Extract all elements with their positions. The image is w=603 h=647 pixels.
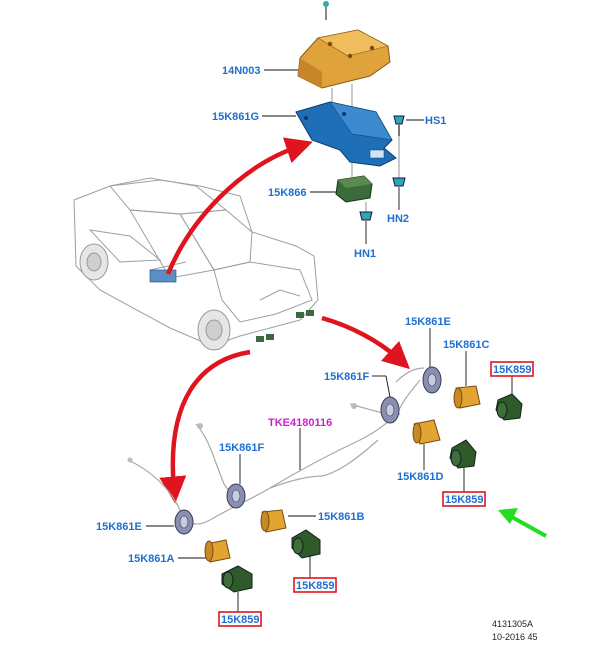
red-arrow-icon bbox=[321, 315, 410, 370]
highlight-box bbox=[218, 611, 262, 627]
label-bezel-e-left: 15K861E bbox=[96, 521, 142, 533]
holder-c-icon bbox=[453, 385, 481, 409]
label-sensor-right-bottom: 15K859 bbox=[445, 494, 484, 506]
red-arrow-icon bbox=[159, 349, 251, 504]
label-module-cover: 14N003 bbox=[222, 65, 261, 77]
holder-a-icon bbox=[204, 539, 231, 563]
leader-line bbox=[385, 375, 391, 398]
label-holder-a: 15K861A bbox=[128, 553, 175, 565]
label-sensor-left-mid: 15K859 bbox=[296, 580, 335, 592]
mounting-bracket-icon bbox=[295, 101, 397, 167]
sensor-right-bottom-icon bbox=[449, 439, 477, 469]
label-screw-hs1: HS1 bbox=[425, 115, 446, 127]
nut-hn2-icon bbox=[392, 177, 406, 187]
label-bezel-f-left: 15K861F bbox=[219, 442, 265, 454]
top-screw-icon bbox=[323, 1, 329, 20]
sensor-right-top-icon bbox=[495, 393, 523, 421]
bezel-e-right-icon bbox=[422, 366, 442, 394]
label-sensor-left-bottom: 15K859 bbox=[221, 614, 260, 626]
wiring-harness bbox=[127, 367, 425, 525]
label-wiring-harness: TKE4180116 bbox=[268, 417, 332, 429]
bezel-f-left-icon bbox=[226, 483, 246, 509]
nut-hn1-icon bbox=[359, 211, 373, 221]
bezel-f-right-icon bbox=[380, 396, 400, 424]
holder-d-icon bbox=[412, 419, 441, 445]
label-holder-b: 15K861B bbox=[318, 511, 365, 523]
module-cover-icon bbox=[297, 29, 391, 89]
label-mounting-bracket: 15K861G bbox=[212, 111, 259, 123]
label-holder-c: 15K861C bbox=[443, 339, 490, 351]
label-bezel-e-right: 15K861E bbox=[405, 316, 451, 328]
sensor-left-bottom-icon bbox=[221, 565, 253, 593]
label-nut-hn2: HN2 bbox=[387, 213, 409, 225]
date-code: 10-2016 45 bbox=[492, 632, 538, 642]
highlight-box bbox=[293, 577, 337, 593]
highlight-box bbox=[442, 491, 486, 507]
sensor-left-mid-icon bbox=[291, 529, 321, 559]
label-nut-hn1: HN1 bbox=[354, 248, 376, 260]
parking-aid-module-icon bbox=[335, 175, 373, 203]
red-arrow-icon bbox=[165, 137, 313, 275]
label-sensor-right-top: 15K859 bbox=[493, 364, 532, 376]
pickup-truck-illustration bbox=[73, 177, 319, 351]
label-bezel-f-right: 15K861F bbox=[324, 371, 370, 383]
drawing-number: 4131305A bbox=[492, 619, 533, 629]
label-holder-d: 15K861D bbox=[397, 471, 444, 483]
screw-hs1-icon bbox=[393, 115, 405, 136]
highlight-box bbox=[490, 361, 534, 377]
green-arrow-icon bbox=[498, 508, 547, 538]
bezel-e-left-icon bbox=[174, 509, 194, 535]
holder-b-icon bbox=[260, 509, 287, 533]
label-module: 15K866 bbox=[268, 187, 307, 199]
